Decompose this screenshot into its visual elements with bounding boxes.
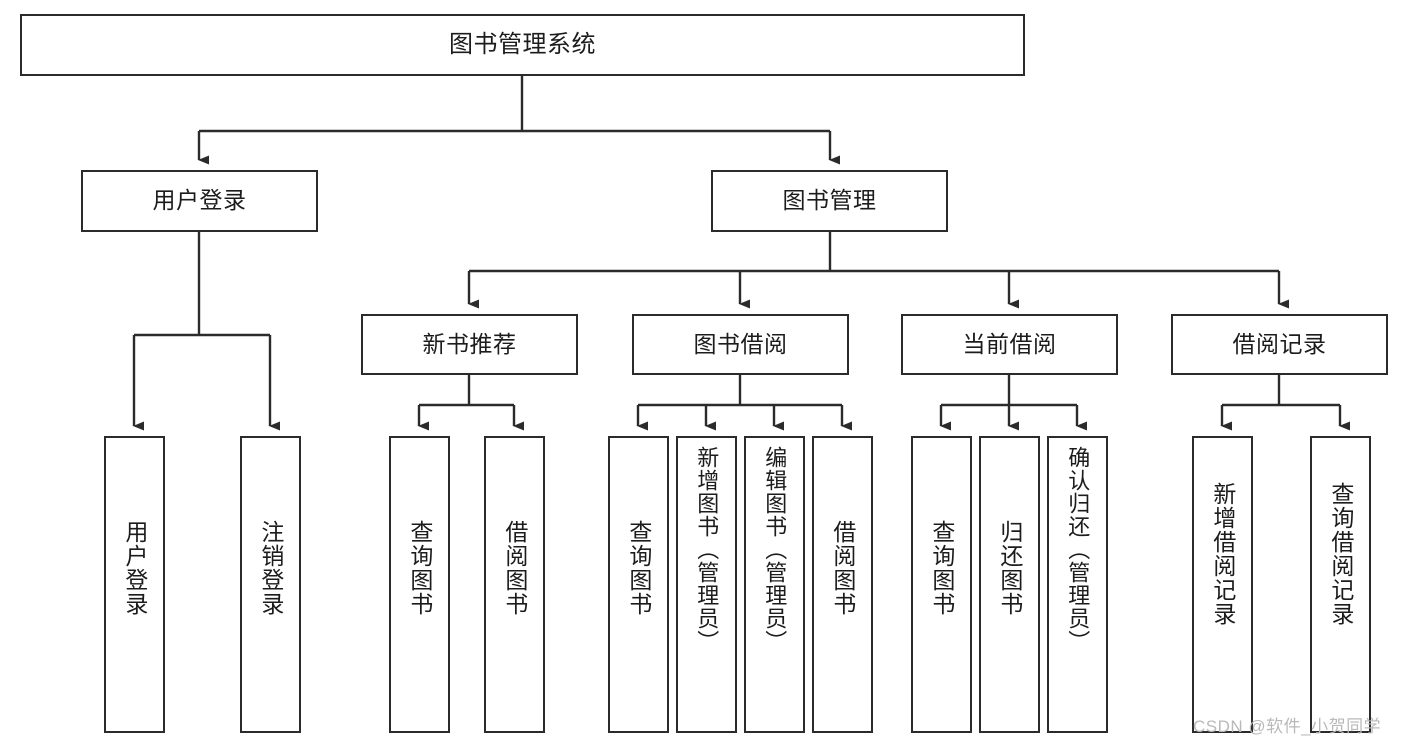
node-label: 新增借阅记录 [1209, 482, 1236, 626]
leaf-query-book-current[interactable]: 查询图书 [911, 436, 972, 733]
node-label: 借阅图书 [829, 520, 856, 616]
node-label: 图书管理 [782, 187, 877, 214]
node-label: 借阅记录 [1232, 330, 1327, 357]
node-label: 新增图书（管理员） [694, 446, 720, 653]
node-label: 用户登录 [121, 520, 148, 616]
leaf-return-book[interactable]: 归还图书 [979, 436, 1040, 733]
leaf-add-record[interactable]: 新增借阅记录 [1192, 436, 1253, 733]
leaf-borrow-book[interactable]: 借阅图书 [812, 436, 873, 733]
node-root-system[interactable]: 图书管理系统 [20, 14, 1025, 76]
leaf-query-book-new[interactable]: 查询图书 [389, 436, 450, 733]
node-label: 查询图书 [928, 520, 955, 616]
node-book-borrow[interactable]: 图书借阅 [632, 314, 849, 375]
node-label: 图书借阅 [693, 330, 788, 357]
leaf-query-record[interactable]: 查询借阅记录 [1310, 436, 1371, 733]
node-label: 确认归还（管理员） [1065, 446, 1091, 653]
node-borrow-record[interactable]: 借阅记录 [1171, 314, 1388, 375]
leaf-add-book[interactable]: 新增图书（管理员） [676, 436, 737, 733]
node-label: 注销登录 [257, 520, 284, 616]
leaf-edit-book[interactable]: 编辑图书（管理员） [744, 436, 805, 733]
node-label: 当前借阅 [962, 330, 1057, 357]
node-user-login[interactable]: 用户登录 [81, 170, 318, 232]
leaf-borrow-book-new[interactable]: 借阅图书 [484, 436, 545, 733]
node-label: 查询图书 [406, 520, 433, 616]
node-new-book-rec[interactable]: 新书推荐 [361, 314, 578, 375]
leaf-query-book-borrow[interactable]: 查询图书 [608, 436, 669, 733]
node-label: 查询图书 [625, 520, 652, 616]
node-label: 新书推荐 [422, 330, 517, 357]
node-book-manage[interactable]: 图书管理 [711, 170, 948, 232]
node-label: 用户登录 [152, 187, 247, 214]
node-label: 查询借阅记录 [1327, 482, 1354, 626]
node-label: 图书管理系统 [449, 30, 596, 58]
leaf-logout[interactable]: 注销登录 [240, 436, 301, 733]
node-label: 编辑图书（管理员） [762, 446, 788, 653]
node-current-borrow[interactable]: 当前借阅 [901, 314, 1118, 375]
node-label: 借阅图书 [501, 520, 528, 616]
leaf-user-login[interactable]: 用户登录 [104, 436, 165, 733]
node-label: 归还图书 [996, 520, 1023, 616]
leaf-confirm-return[interactable]: 确认归还（管理员） [1047, 436, 1108, 733]
